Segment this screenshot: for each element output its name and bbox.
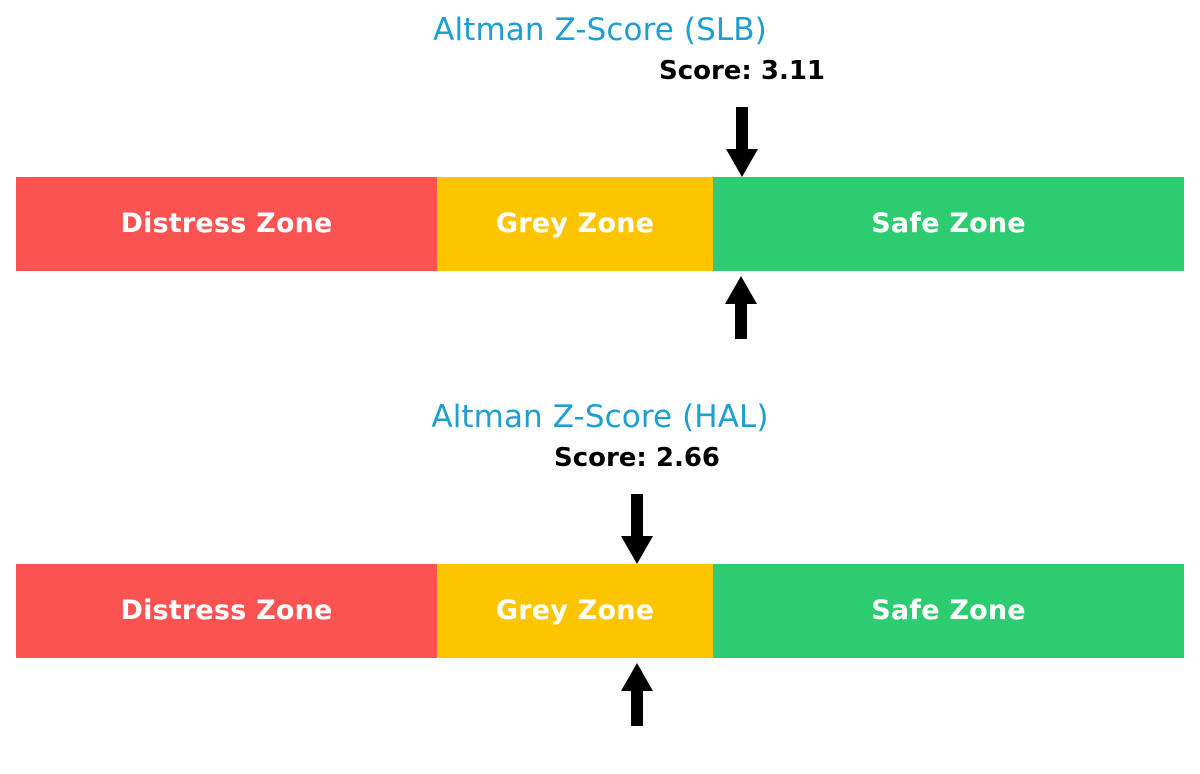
zone-label-grey: Grey Zone: [495, 595, 655, 626]
zone-grey-slb: Grey Zone: [437, 177, 713, 271]
zone-grey-hal: Grey Zone: [437, 564, 713, 658]
zone-distress-hal: Distress Zone: [16, 564, 437, 658]
zscore-panel-slb: Altman Z-Score (SLB) Score: 3.11 Distres…: [16, 12, 1184, 339]
arrow-down-icon: [724, 107, 760, 177]
zone-label-distress: Distress Zone: [120, 595, 333, 626]
zone-distress-slb: Distress Zone: [16, 177, 437, 271]
panel-title-hal: Altman Z-Score (HAL): [431, 399, 769, 435]
arrow-up-icon: [619, 663, 655, 726]
panel-title-slb: Altman Z-Score (SLB): [433, 12, 767, 48]
zone-safe-hal: Safe Zone: [713, 564, 1184, 658]
arrow-down-icon: [619, 494, 655, 564]
zscore-panel-hal: Altman Z-Score (HAL) Score: 2.66 Distres…: [0, 387, 1200, 774]
zone-label-grey: Grey Zone: [495, 208, 655, 239]
zone-safe-slb: Safe Zone: [713, 177, 1184, 271]
zone-label-safe: Safe Zone: [871, 208, 1026, 239]
zone-bar-slb: Distress Zone Grey Zone Safe Zone: [16, 177, 1184, 271]
score-label-hal: Score: 2.66: [553, 443, 721, 473]
zone-label-distress: Distress Zone: [120, 208, 333, 239]
arrow-up-icon: [723, 276, 759, 339]
zone-bar-hal: Distress Zone Grey Zone Safe Zone: [16, 564, 1184, 658]
zone-label-safe: Safe Zone: [871, 595, 1026, 626]
score-label-slb: Score: 3.11: [658, 56, 826, 86]
